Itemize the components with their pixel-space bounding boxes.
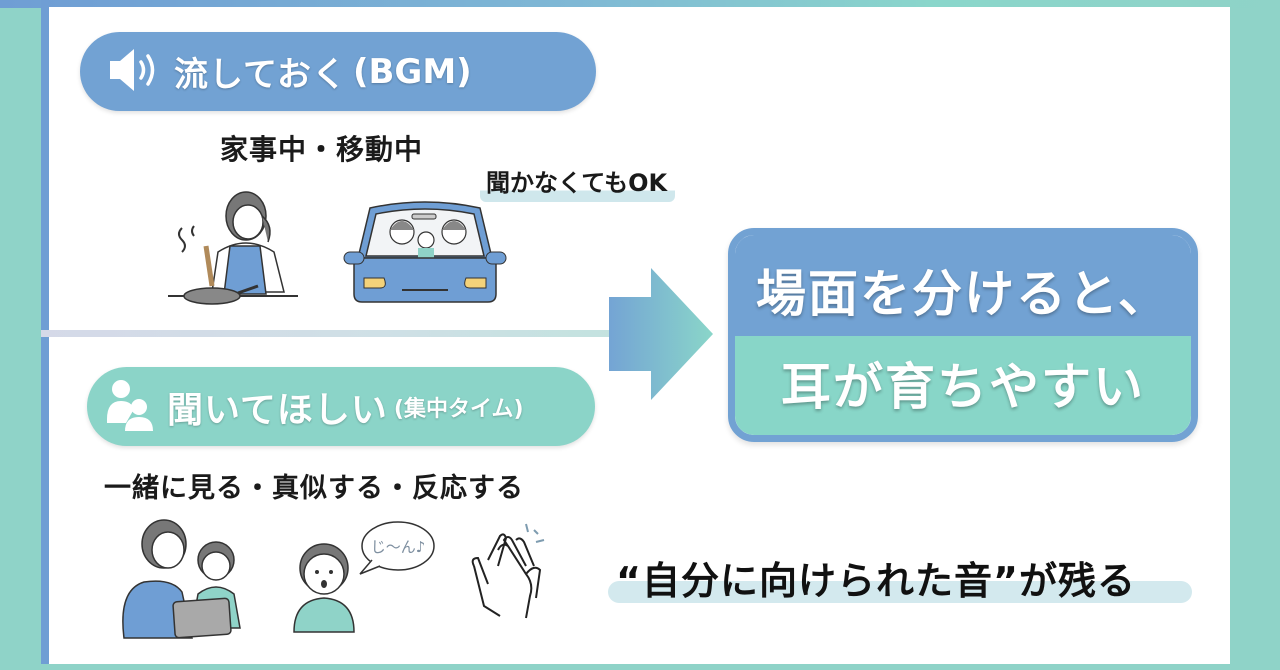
conclusion-line-2: 耳が育ちやすい xyxy=(735,336,1191,435)
parent-child-icon xyxy=(107,379,153,435)
bgm-section-header: 流しておく (BGM) xyxy=(80,32,596,111)
parent-child-tablet-illustration xyxy=(122,519,241,639)
family-in-car-illustration xyxy=(343,201,507,303)
bgm-title: 流しておく xyxy=(174,55,347,95)
clapping-hands-icon xyxy=(471,523,545,619)
bgm-caption: 家事中・移動中 xyxy=(220,133,424,166)
focus-title: 聞いてほしい xyxy=(167,389,388,431)
result-statement: “自分に向けられた音”が残る xyxy=(606,548,1192,608)
focus-subtitle: (集中タイム) xyxy=(393,396,524,422)
speech-bubble-text: じ〜ん♪ xyxy=(371,538,426,556)
section-divider xyxy=(41,330,613,337)
child-speech-illustration: じ〜ん♪ xyxy=(293,521,435,633)
mother-cooking-illustration xyxy=(168,191,298,305)
focus-section-header: 聞いてほしい (集中タイム) xyxy=(87,367,595,446)
bgm-subtitle: (BGM) xyxy=(352,51,472,92)
speaker-icon xyxy=(108,47,160,97)
conclusion-line-1: 場面を分けると、 xyxy=(735,235,1191,336)
focus-caption: 一緒に見る・真似する・反応する xyxy=(104,473,524,504)
bgm-note: 聞かなくてもOK xyxy=(480,163,676,202)
result-highlight xyxy=(608,581,1192,603)
arrow-right-icon xyxy=(609,268,713,400)
bottom-strip xyxy=(41,664,1230,670)
conclusion-box: 場面を分けると、 耳が育ちやすい xyxy=(728,228,1198,442)
result-text: “自分に向けられた音”が残る xyxy=(616,559,1136,603)
